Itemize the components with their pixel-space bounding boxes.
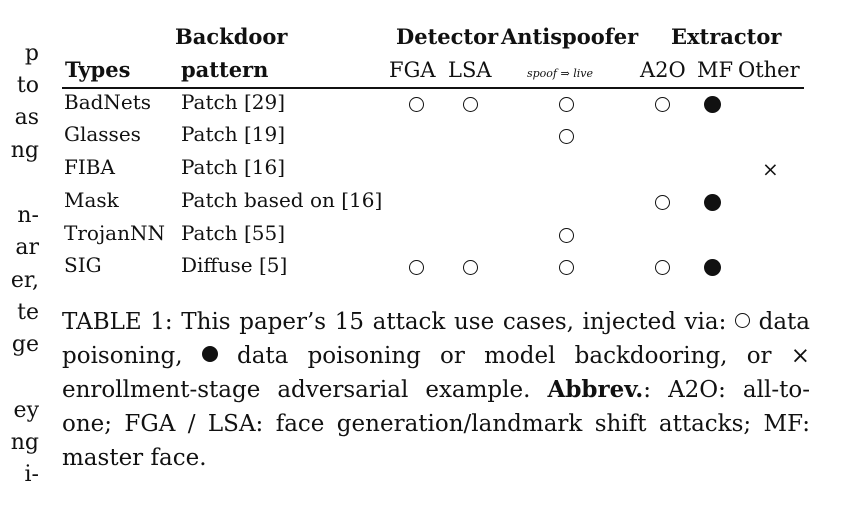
column-other: Other: [738, 58, 800, 82]
open-circle-icon: [558, 227, 574, 243]
header-detector: Detector: [396, 24, 499, 49]
column-types: Types: [65, 57, 131, 82]
caption-label: TABLE 1:: [62, 309, 173, 335]
left-fragment: i-: [24, 462, 39, 487]
caption-cross-text: enrollment-stage adversarial example.: [62, 377, 531, 403]
left-fragment: ng: [10, 138, 39, 163]
row-type: Mask: [64, 188, 119, 212]
attack-use-cases-table: Backdoor Detector Antispoofer Extractor …: [62, 18, 807, 286]
open-circle-icon: [654, 194, 670, 210]
caption-filled-text: data poisoning or model backdooring, or: [237, 343, 772, 369]
column-fga: FGA: [389, 58, 436, 82]
left-fragment: ar: [15, 235, 39, 260]
open-circle-icon: [408, 96, 424, 112]
left-fragment: p: [24, 41, 39, 66]
open-circle-icon: [735, 313, 750, 328]
row-type: FIBA: [64, 155, 115, 179]
left-fragment: to: [16, 73, 39, 98]
open-circle-icon: [462, 259, 478, 275]
left-fragment: as: [14, 105, 39, 130]
header-rule: [62, 87, 804, 89]
column-a2o: A2O: [640, 58, 686, 82]
row-pattern: Patch based on [16]: [181, 188, 383, 212]
header-backdoor: Backdoor: [175, 24, 288, 49]
row-pattern: Patch [16]: [181, 155, 286, 179]
column-mf: MF: [697, 58, 734, 82]
filled-circle-icon: [703, 258, 721, 276]
open-circle-icon: [462, 96, 478, 112]
left-fragment: te: [17, 300, 39, 325]
filled-circle-icon: [201, 346, 218, 362]
caption-abbrev-text: : A2O: all-to-one; FGA / LSA: face gener…: [62, 377, 810, 471]
row-pattern: Patch [19]: [181, 122, 286, 146]
column-lsa: LSA: [448, 58, 492, 82]
caption-open-text: data poisoning,: [62, 309, 811, 369]
open-circle-icon: [558, 259, 574, 275]
filled-circle-icon: [703, 95, 721, 113]
open-circle-icon: [558, 128, 574, 144]
column-pattern: pattern: [181, 57, 269, 82]
row-pattern: Patch [29]: [181, 90, 286, 114]
row-pattern: Patch [55]: [181, 221, 286, 245]
left-fragment: ge: [11, 332, 39, 357]
column-spoof-to-live: spoof ⇒ live: [527, 67, 593, 80]
row-type: BadNets: [64, 90, 152, 114]
row-type: SIG: [64, 253, 102, 277]
left-fragment: er,: [10, 268, 39, 293]
cross-icon: ×: [762, 157, 779, 181]
left-fragment: n-: [17, 203, 39, 228]
cross-icon: ×: [790, 343, 811, 369]
header-extractor: Extractor: [671, 24, 782, 49]
row-type: Glasses: [64, 122, 141, 146]
table-caption: TABLE 1: This paper’s 15 attack use case…: [62, 305, 810, 475]
left-fragment: ey: [13, 398, 39, 423]
left-fragment: ng: [10, 430, 39, 455]
open-circle-icon: [654, 259, 670, 275]
header-antispoofer: Antispoofer: [501, 24, 639, 49]
open-circle-icon: [654, 96, 670, 112]
filled-circle-icon: [703, 193, 721, 211]
caption-intro: This paper’s 15 attack use cases, inject…: [181, 309, 727, 335]
open-circle-icon: [558, 96, 574, 112]
caption-abbrev-label: Abbrev.: [547, 376, 644, 403]
row-type: TrojanNN: [64, 221, 165, 245]
row-pattern: Diffuse [5]: [181, 253, 288, 277]
open-circle-icon: [408, 259, 424, 275]
